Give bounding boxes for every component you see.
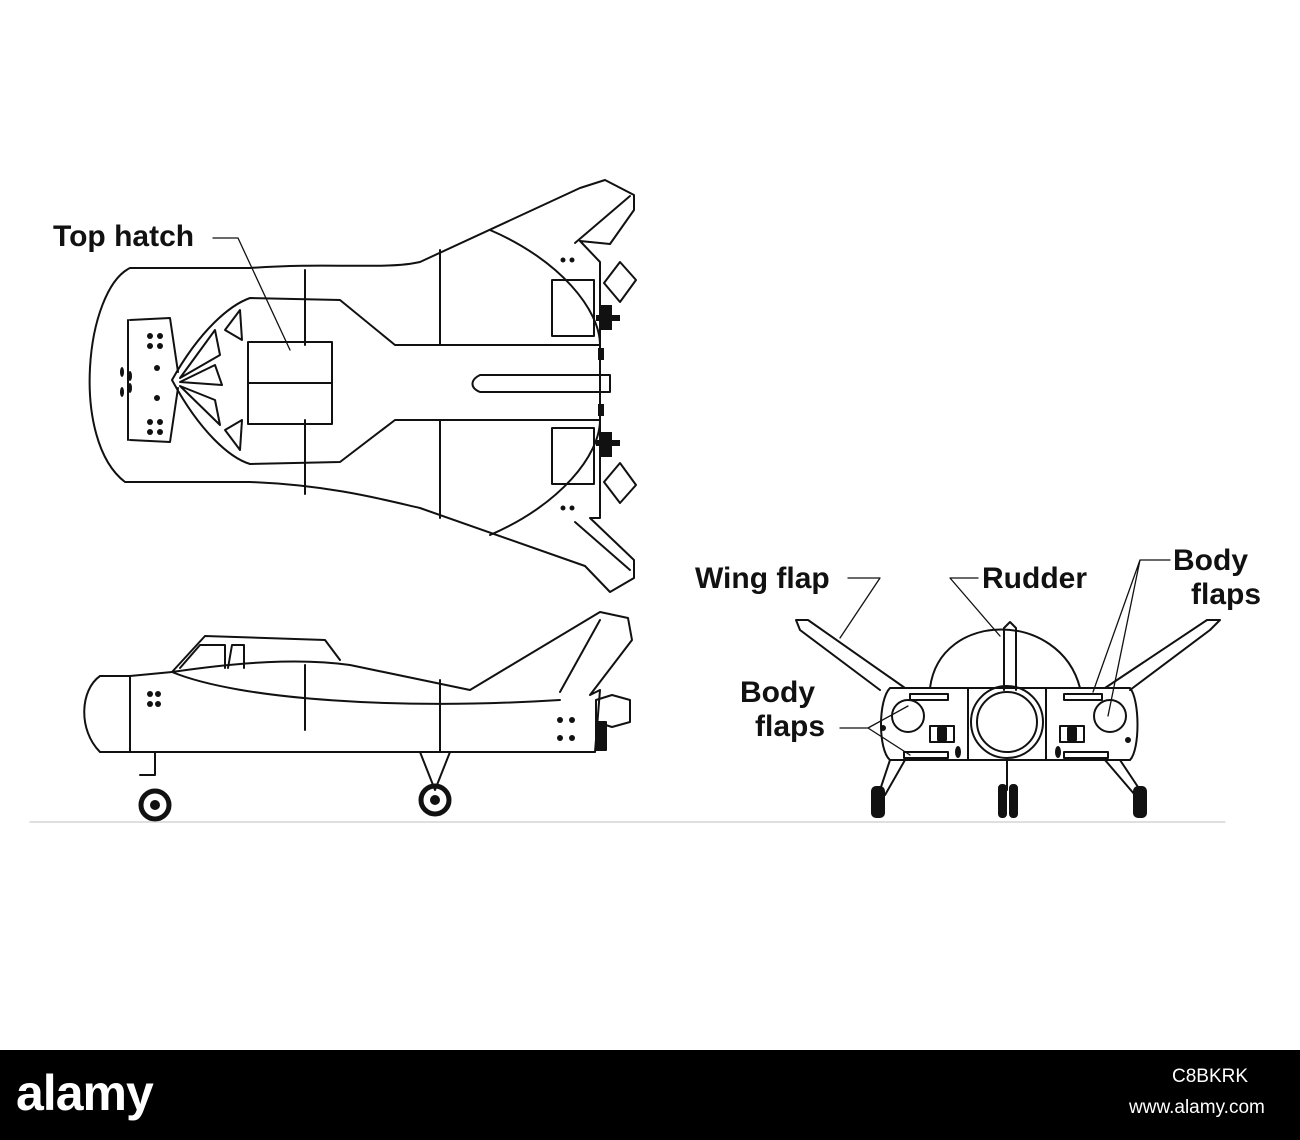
diagram-canvas: Top hatch Wing flap Rudder Body flaps Bo… bbox=[29, 179, 1262, 823]
dorsal-fin bbox=[471, 374, 611, 393]
fuselage-ring bbox=[970, 685, 1044, 759]
flap-box-upper bbox=[551, 279, 595, 337]
body-rear bbox=[880, 687, 1139, 761]
wing-flap-leader bbox=[839, 577, 881, 639]
watermark-footer: alamy C8BKRK www.alamy.com bbox=[0, 1050, 1300, 1140]
watermark-logo: alamy bbox=[16, 1065, 154, 1121]
thruster-blocks bbox=[596, 305, 620, 457]
label-top-hatch: Top hatch bbox=[53, 220, 195, 253]
body-flaps-left-leader bbox=[839, 705, 911, 756]
nose-wheel-rear bbox=[998, 784, 1007, 818]
body-flap-lower-right bbox=[1063, 751, 1109, 759]
window-1 bbox=[179, 329, 221, 379]
right-fin bbox=[1104, 619, 1221, 691]
nose-panel bbox=[129, 317, 179, 443]
dorsal-dome bbox=[929, 628, 1081, 689]
main-wheel bbox=[418, 783, 452, 817]
wing-tip-line bbox=[574, 195, 631, 244]
top-view bbox=[88, 179, 637, 593]
watermark-image-id: C8BKRK bbox=[1172, 1066, 1249, 1087]
rear-dots bbox=[880, 725, 1131, 758]
right-engine bbox=[1093, 699, 1127, 733]
nose-wheel-rear bbox=[1009, 784, 1018, 818]
canopy-window bbox=[179, 644, 226, 669]
top-view-outline bbox=[88, 179, 635, 593]
rear-view bbox=[795, 559, 1221, 818]
fuselage-circle bbox=[976, 691, 1038, 753]
rudder bbox=[1003, 621, 1017, 691]
fuselage-line bbox=[171, 671, 561, 705]
wing-arc-lower bbox=[489, 419, 601, 536]
nose-hub bbox=[150, 800, 160, 810]
main-gear-strut bbox=[419, 751, 451, 791]
body-flap-upper-left bbox=[909, 693, 949, 701]
label-rudder: Rudder bbox=[982, 562, 1087, 595]
fin-edge bbox=[559, 619, 601, 693]
right-wheel bbox=[1133, 786, 1147, 818]
window-3 bbox=[179, 385, 221, 426]
canopy-side bbox=[171, 635, 341, 673]
right-gear-strut bbox=[1104, 759, 1141, 796]
left-wheel bbox=[871, 786, 885, 818]
label-body-flaps-left-line1: Body bbox=[740, 676, 815, 709]
nose-dots bbox=[120, 257, 575, 511]
body-flap-upper-right bbox=[1063, 693, 1103, 701]
wing-arc-upper bbox=[489, 229, 601, 346]
side-view-outline bbox=[83, 611, 633, 753]
window-2 bbox=[179, 364, 223, 386]
label-body-flaps-left-line2: flaps bbox=[755, 710, 826, 743]
engine-nozzle-lower bbox=[603, 462, 637, 504]
window-5 bbox=[224, 419, 243, 451]
watermark-site: www.alamy.com bbox=[1129, 1097, 1265, 1118]
main-hub bbox=[430, 795, 440, 805]
engine-block bbox=[595, 721, 607, 751]
nose-wheel bbox=[138, 788, 172, 822]
body-flaps-right-leader bbox=[1092, 559, 1171, 717]
window-4 bbox=[224, 309, 243, 341]
nose-gear-strut bbox=[139, 751, 156, 776]
left-fin bbox=[795, 619, 906, 691]
engine-nozzle-upper bbox=[603, 261, 637, 303]
label-wing-flap: Wing flap bbox=[695, 562, 830, 595]
flap-box-lower bbox=[551, 427, 595, 485]
label-body-flaps-right-line1: Body bbox=[1173, 544, 1248, 577]
label-body-flaps-right-line2: flaps bbox=[1191, 578, 1262, 611]
left-engine bbox=[891, 699, 925, 733]
body-flap-lower-left bbox=[903, 751, 949, 759]
side-dots bbox=[147, 691, 575, 741]
rear-thrusters bbox=[929, 725, 1085, 743]
rudder-leader bbox=[949, 577, 1001, 637]
canopy-window bbox=[227, 644, 245, 669]
side-view bbox=[29, 611, 1226, 823]
top-hatch-leader bbox=[212, 237, 291, 351]
left-gear-strut bbox=[879, 759, 906, 796]
aircraft-drawing bbox=[29, 179, 1226, 823]
canopy-outline bbox=[171, 297, 601, 465]
wing-tip-line bbox=[574, 521, 631, 571]
